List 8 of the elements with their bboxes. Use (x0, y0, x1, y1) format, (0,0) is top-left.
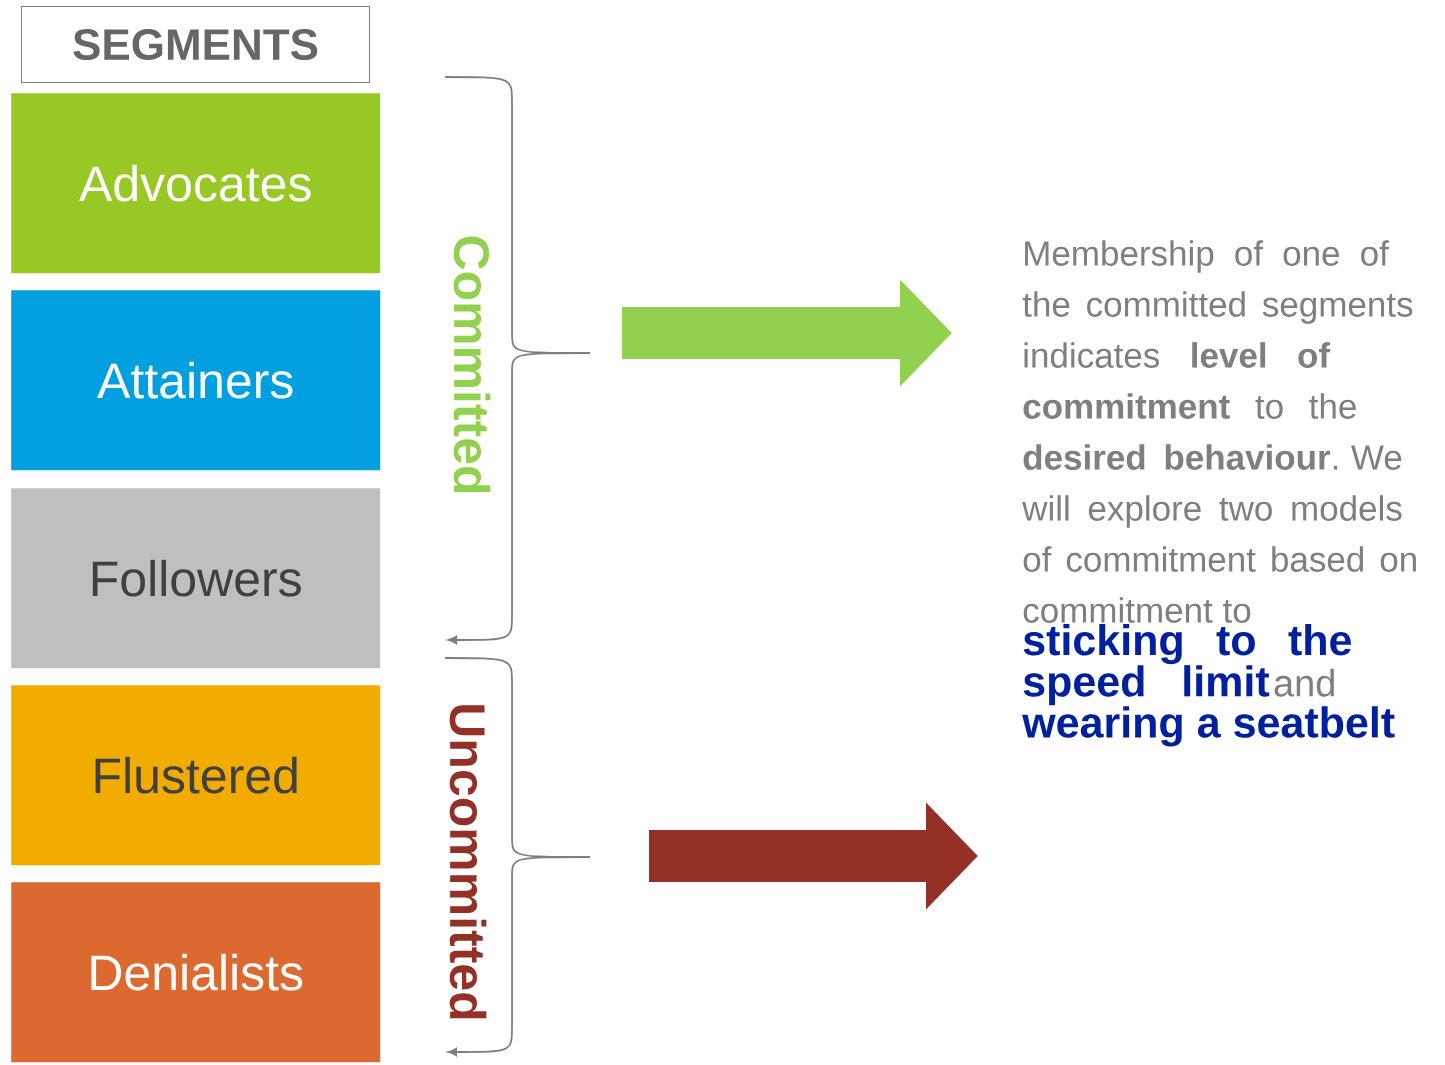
group-label: Committed (453, 236, 491, 493)
segment-box: Followers (11, 488, 381, 669)
segment-box: Advocates (11, 93, 381, 274)
header-box: SEGMENTS (21, 6, 370, 83)
segment-box: Denialists (11, 882, 381, 1063)
segment-box: Flustered (11, 685, 381, 866)
group-label: Uncommitted (449, 705, 487, 1019)
segment-box: Attainers (11, 290, 381, 471)
